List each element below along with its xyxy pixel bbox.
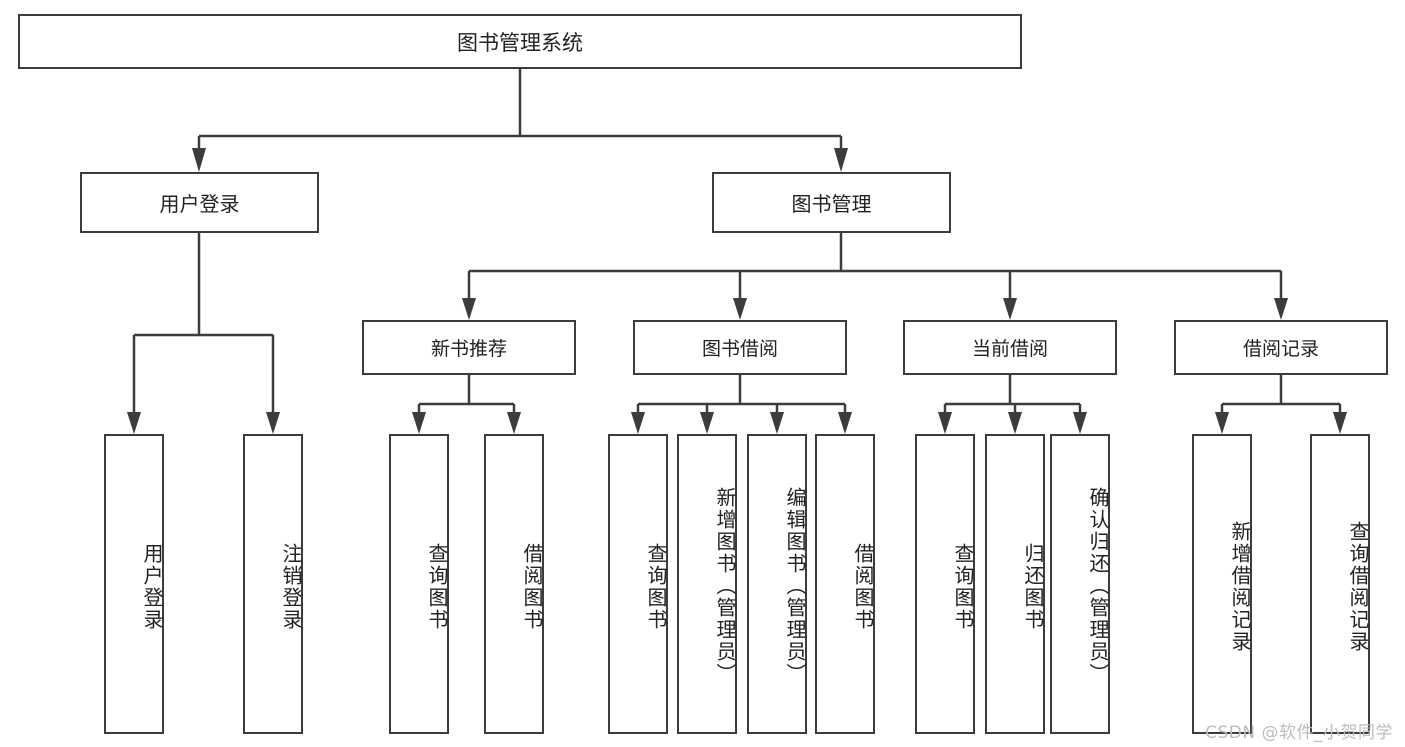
node-book-borrow[interactable]: 图书借阅: [633, 320, 847, 375]
leaf-record-query-record-label: 查询借阅记录: [1346, 521, 1370, 653]
leaf-borrow-query-book-label: 查询图书: [644, 543, 668, 631]
csdn-watermark: CSDN @软件_小贺同学: [1205, 723, 1393, 743]
node-user-login-label: 用户登录: [159, 192, 240, 216]
leaf-current-query-book-label: 查询图书: [951, 543, 975, 631]
leaf-borrow-query-book[interactable]: 查询图书: [608, 434, 668, 734]
node-root[interactable]: 图书管理系统: [18, 14, 1022, 69]
leaf-newbook-query-book-label: 查询图书: [425, 543, 449, 631]
leaf-newbook-borrow-book[interactable]: 借阅图书: [484, 434, 544, 734]
node-new-book-recommend[interactable]: 新书推荐: [362, 320, 576, 375]
leaf-current-confirm-return-label: 确认归还（管理员）: [1086, 486, 1110, 685]
leaf-user-logout-label: 注销登录: [279, 543, 303, 631]
node-user-login[interactable]: 用户登录: [80, 172, 319, 233]
node-book-management[interactable]: 图书管理: [712, 172, 951, 233]
leaf-current-return-book[interactable]: 归还图书: [985, 434, 1045, 734]
node-borrow-record[interactable]: 借阅记录: [1174, 320, 1388, 375]
node-borrow-record-label: 借阅记录: [1242, 338, 1319, 360]
leaf-newbook-borrow-book-label: 借阅图书: [520, 543, 544, 631]
leaf-borrow-borrow-book-label: 借阅图书: [851, 543, 875, 631]
leaf-current-confirm-return[interactable]: 确认归还（管理员）: [1050, 434, 1110, 734]
leaf-user-logout[interactable]: 注销登录: [243, 434, 303, 734]
leaf-borrow-edit-book-label: 编辑图书（管理员）: [783, 486, 807, 685]
leaf-newbook-query-book[interactable]: 查询图书: [389, 434, 449, 734]
leaf-borrow-add-book-label: 新增图书（管理员）: [713, 486, 737, 685]
node-book-borrow-label: 图书借阅: [701, 338, 778, 360]
node-root-label: 图书管理系统: [457, 30, 583, 55]
node-book-management-label: 图书管理: [791, 192, 872, 216]
leaf-user-login[interactable]: 用户登录: [104, 434, 164, 734]
node-current-borrow[interactable]: 当前借阅: [903, 320, 1117, 375]
leaf-record-add-record-label: 新增借阅记录: [1228, 521, 1252, 653]
leaf-current-query-book[interactable]: 查询图书: [915, 434, 975, 734]
leaf-current-return-book-label: 归还图书: [1021, 543, 1045, 631]
leaf-record-query-record[interactable]: 查询借阅记录: [1310, 434, 1370, 734]
node-new-book-recommend-label: 新书推荐: [430, 338, 507, 360]
leaf-borrow-add-book[interactable]: 新增图书（管理员）: [677, 434, 737, 734]
leaf-borrow-edit-book[interactable]: 编辑图书（管理员）: [747, 434, 807, 734]
leaf-user-login-label: 用户登录: [140, 543, 164, 631]
leaf-borrow-borrow-book[interactable]: 借阅图书: [815, 434, 875, 734]
node-current-borrow-label: 当前借阅: [971, 338, 1048, 360]
leaf-record-add-record[interactable]: 新增借阅记录: [1192, 434, 1252, 734]
